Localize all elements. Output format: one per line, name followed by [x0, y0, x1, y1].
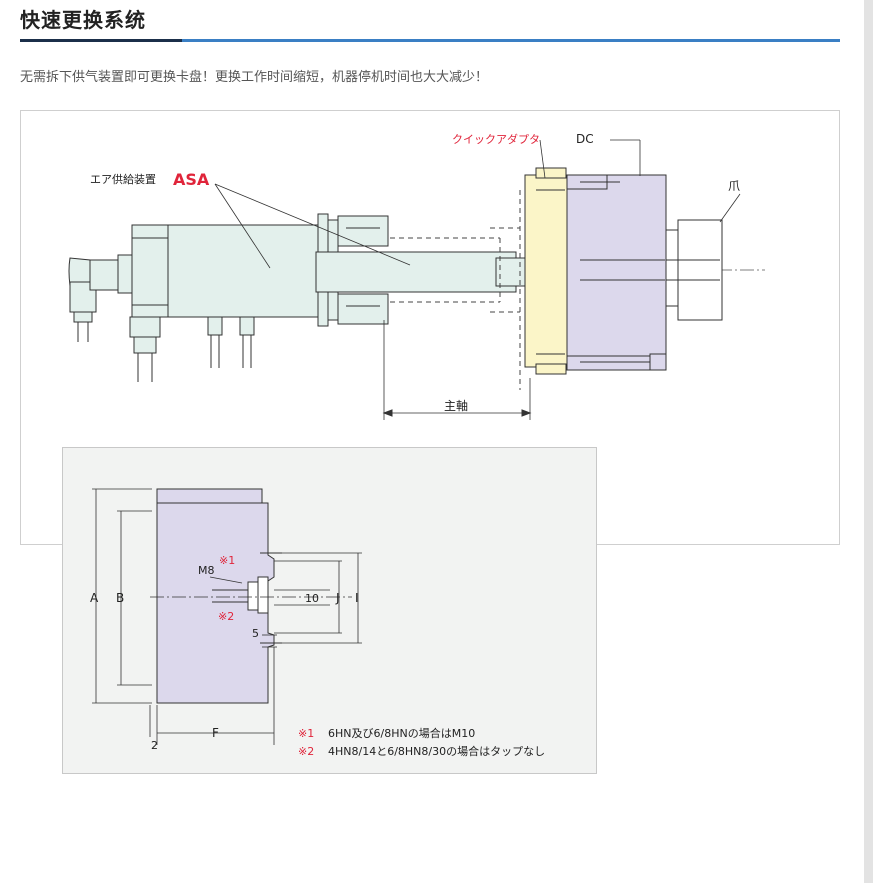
- note-1-text: 6HN及び6/8HNの場合はM10: [328, 726, 475, 740]
- main-diagram: エア供給装置 ASA クイックアダプタ DC 爪 主軸: [68, 132, 765, 420]
- dim-a-label: A: [90, 591, 99, 605]
- mark-1-label: ※1: [219, 554, 235, 567]
- m8-label: M8: [198, 564, 215, 577]
- asa-label-prefix: エア供給装置: [90, 172, 156, 186]
- detail-panel: [62, 447, 597, 774]
- title-underline: [20, 39, 840, 42]
- page-title: 快速更换系统: [20, 8, 146, 32]
- dc-label: DC: [576, 132, 594, 146]
- scrollbar-track[interactable]: [864, 0, 873, 883]
- quick-adapter-label: クイックアダプタ: [452, 132, 540, 146]
- note-2-text: 4HN8/14と6/8HN8/30の場合はタップなし: [328, 744, 545, 758]
- asa-label: ASA: [173, 170, 210, 189]
- dim-b-label: B: [116, 591, 124, 605]
- dim-2-label: 2: [151, 739, 158, 752]
- title-underline-accent: [20, 39, 182, 42]
- spindle-label: 主軸: [444, 399, 468, 413]
- note-1-mark: ※1: [298, 727, 314, 740]
- mark-2-label: ※2: [218, 610, 234, 623]
- dim-j-label: J: [335, 591, 340, 605]
- intro-text: 无需拆下供气装置即可更换卡盘！更换工作时间缩短，机器停机时间也大大减少！: [20, 70, 489, 85]
- dim-f-label: F: [212, 726, 219, 740]
- dim-5-label: 5: [252, 627, 259, 640]
- jaw-label: 爪: [728, 179, 740, 193]
- detail-diagram: A B J I 10 5 F 2 M8 ※1 ※2 ※1 6HN及び6/8HNの…: [90, 488, 545, 758]
- note-2-mark: ※2: [298, 745, 314, 758]
- dim-10-label: 10: [305, 592, 319, 605]
- dim-i-label: I: [355, 591, 359, 605]
